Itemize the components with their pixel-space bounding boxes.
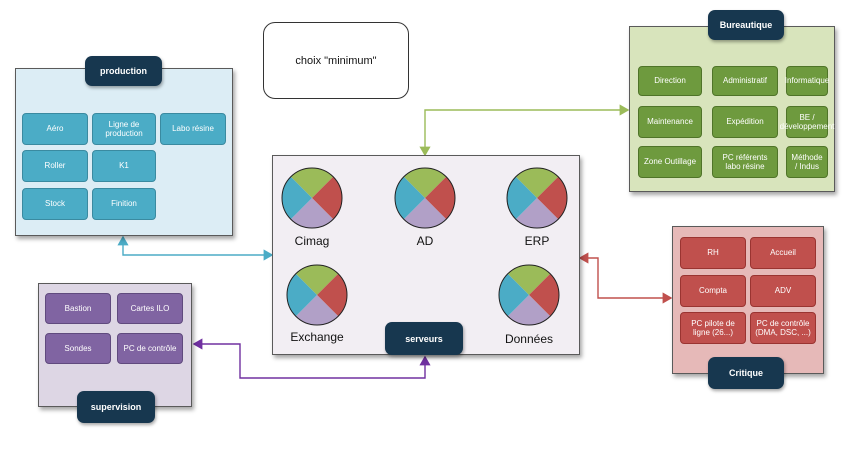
pie-label-exchange: Exchange [290, 330, 344, 344]
pie-label-ad: AD [416, 234, 434, 248]
pie-outline [498, 264, 560, 326]
pie-slice-blue [287, 273, 317, 317]
production-tile-finition: Finition [92, 188, 156, 220]
production-tile-aero: Aéro [22, 113, 88, 145]
link-bureautique-serveurs [419, 104, 630, 157]
link-critique-serveurs [578, 252, 673, 304]
pie-slice-green [403, 168, 447, 198]
pie-label-erp: ERP [524, 234, 550, 248]
pie-cimag [281, 167, 343, 229]
note-box: choix "minimum" [263, 22, 409, 99]
note-text: choix "minimum" [295, 54, 377, 67]
pie-slice-red [312, 176, 342, 220]
pie-slice-purple [290, 198, 334, 228]
critique-tile-adv: ADV [750, 275, 816, 307]
pie-données [498, 264, 560, 326]
serveurs-title: serveurs [385, 322, 463, 355]
critique-title: Critique [708, 357, 784, 389]
bureautique-title: Bureautique [708, 10, 784, 40]
link-production-serveurs [117, 235, 274, 261]
critique-tile-rh: RH [680, 237, 746, 269]
pie-slice-purple [515, 198, 559, 228]
bureautique-tile-be: BE / développement [780, 106, 834, 138]
pie-outline [286, 264, 348, 326]
pie-slice-blue [282, 176, 312, 220]
bureautique-tile-maintenance: Maintenance [638, 106, 702, 138]
pie-slice-green [515, 168, 559, 198]
pie-slice-blue [507, 176, 537, 220]
bureautique-tile-zone-outillage: Zone Outillage [638, 146, 702, 178]
production-title: production [85, 56, 162, 86]
pie-slice-blue [395, 176, 425, 220]
bureautique-tile-methode: Méthode / Indus [786, 146, 828, 178]
bureautique-tile-administratif: Administratif [712, 66, 778, 96]
bureautique-tile-pc-referents: PC référents labo résine [712, 146, 778, 178]
pie-ad [394, 167, 456, 229]
supervision-tile-cartes-ilo: Cartes ILO [117, 293, 183, 324]
production-tile-labo: Labo résine [160, 113, 226, 145]
bureautique-tile-expedition: Expédition [712, 106, 778, 138]
pie-exchange [286, 264, 348, 326]
supervision-title: supervision [77, 391, 155, 423]
link-supervision-serveurs [192, 338, 431, 379]
pie-slice-purple [507, 295, 551, 325]
pie-slice-blue [499, 273, 529, 317]
supervision-tile-pc-controle: PC de contrôle [117, 333, 183, 364]
pie-slice-purple [295, 295, 339, 325]
production-tile-ligne: Ligne de production [92, 113, 156, 145]
pie-slice-green [290, 168, 334, 198]
pie-slice-purple [403, 198, 447, 228]
critique-tile-compta: Compta [680, 275, 746, 307]
production-tile-k1: K1 [92, 150, 156, 182]
bureautique-tile-informatique: Informatique [785, 66, 829, 96]
pie-slice-red [537, 176, 567, 220]
pie-slice-red [317, 273, 347, 317]
pie-outline [281, 167, 343, 229]
pie-outline [394, 167, 456, 229]
production-tile-stock: Stock [22, 188, 88, 220]
bureautique-tile-direction: Direction [638, 66, 702, 96]
pie-slice-green [507, 265, 551, 295]
pie-slice-red [529, 273, 559, 317]
pie-erp [506, 167, 568, 229]
pie-slice-red [425, 176, 455, 220]
supervision-tile-bastion: Bastion [45, 293, 111, 324]
pie-label-cimag: Cimag [294, 234, 330, 248]
pie-label-données: Données [504, 332, 554, 346]
pie-outline [506, 167, 568, 229]
supervision-tile-sondes: Sondes [45, 333, 111, 364]
critique-tile-accueil: Accueil [750, 237, 816, 269]
critique-tile-pc-pilote: PC pilote de ligne (26...) [680, 312, 746, 344]
critique-tile-pc-controle: PC de contrôle (DMA, DSC, ...) [750, 312, 816, 344]
pie-slice-green [295, 265, 339, 295]
production-tile-roller: Roller [22, 150, 88, 182]
